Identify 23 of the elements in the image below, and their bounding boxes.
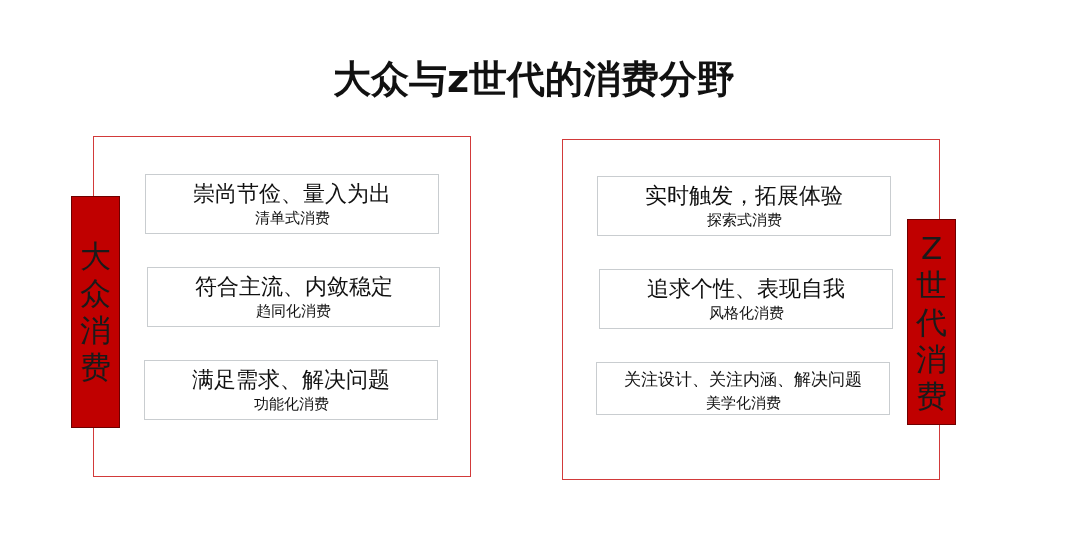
heading-text: 崇尚节俭、量入为出 (193, 180, 391, 208)
vertical-label: 大众消费 (79, 238, 112, 386)
text-card (597, 176, 891, 236)
text-card (596, 362, 890, 415)
subheading-text: 美学化消费 (705, 392, 781, 413)
subheading-text: 趋同化消费 (256, 301, 331, 321)
title-band (907, 219, 956, 425)
text-card (147, 267, 440, 327)
title: 大众与z世代的消费分野 (332, 56, 736, 103)
text-card (144, 360, 438, 420)
vertical-label: Z世代消费 (915, 229, 948, 415)
subheading-text: 清单式消费 (254, 208, 330, 228)
heading-text: 关注设计、关注内涵、解决问题 (624, 367, 862, 391)
subheading-text: 功能化消费 (253, 394, 329, 414)
title-band (71, 196, 120, 428)
heading-text: 满足需求、解决问题 (192, 366, 390, 394)
heading-text: 追求个性、表现自我 (647, 275, 845, 303)
subheading-text: 风格化消费 (708, 303, 784, 323)
text-card (599, 269, 893, 329)
heading-text: 实时触发，拓展体验 (645, 182, 843, 210)
heading-text: 符合主流、内敛稳定 (194, 273, 393, 301)
subheading-text: 探索式消费 (706, 210, 782, 230)
text-card (145, 174, 439, 234)
